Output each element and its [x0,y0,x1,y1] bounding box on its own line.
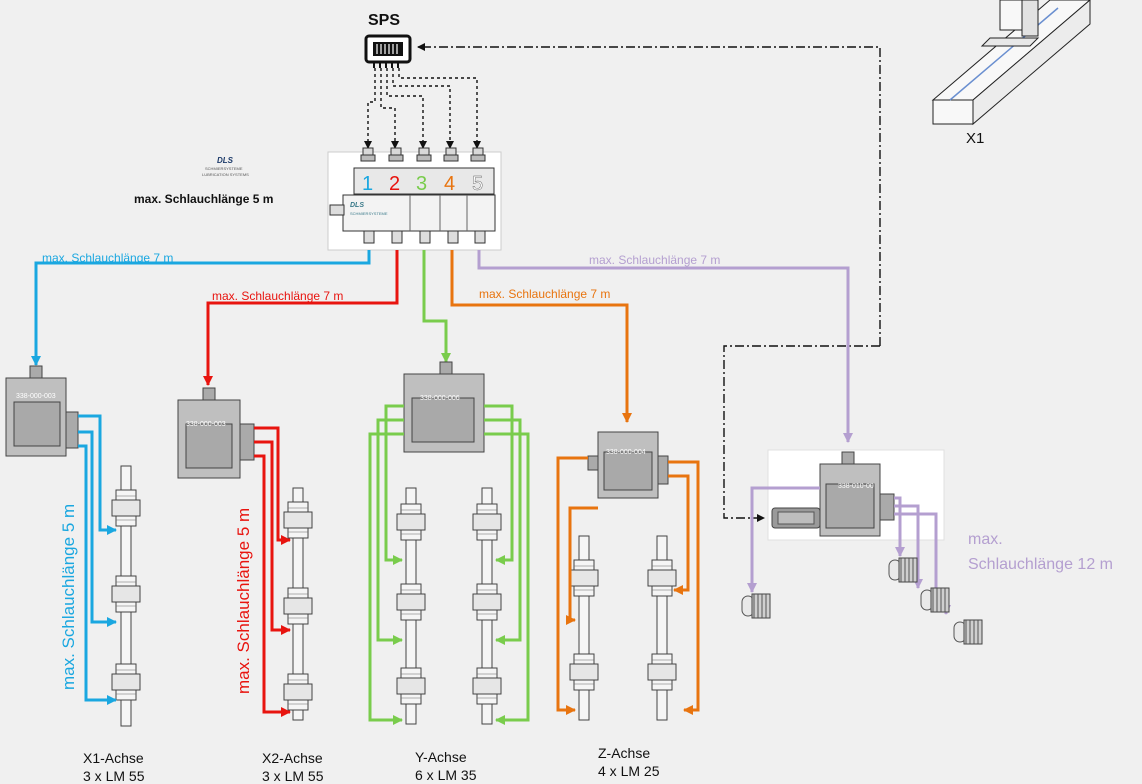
plc-spindle-link [417,43,881,522]
hose-label-x1-vertical: max. Schlauchlänge 5 m [59,504,78,690]
spindle-motor [771,507,821,529]
axis-caption-x1: X1-Achse 3 x LM 55 [83,750,145,784]
axis-caption-z: Z-Achse 4 x LM 25 [598,745,660,779]
port-5: 5 [472,173,483,195]
svg-text:Y-Achse: Y-Achse [415,749,467,765]
x2-rail [283,487,313,721]
x2-distributor: 338-000-003 [177,387,255,479]
main-distributor: DLS SCHMIERSYSTEME 1 2 3 4 5 [327,147,502,251]
port-4: 4 [444,173,455,195]
port-3: 3 [416,173,427,195]
hose-spindle-main [477,250,853,443]
svg-text:4 x LM 25: 4 x LM 25 [598,763,660,779]
plc-label: SPS [368,12,400,29]
z-distributor-id: 338-000-004 [606,449,646,456]
y-rail-left [396,487,426,725]
hose-x2-main [203,250,399,386]
gear-pinion-2 [888,557,918,583]
y-distributor: 338-000-006 [403,361,485,453]
gear-pinion-4 [953,619,983,645]
hose-x1-branches [78,414,117,705]
x2-distributor-id: 338-000-003 [186,421,226,428]
axis-caption-y: Y-Achse 6 x LM 35 [415,749,477,783]
axis-caption-x2: X2-Achse 3 x LM 55 [262,750,324,784]
svg-text:SCHMIERSYSTEME: SCHMIERSYSTEME [350,211,388,216]
plc-controller: SPS [364,12,412,68]
plc-signal-lines [364,68,481,149]
gear-pinion-3 [920,587,950,613]
hose-z-branches [556,456,700,715]
hose-label-spindle: max. Schlauchlänge 7 m [589,253,720,267]
x1-distributor-id: 338-000-003 [16,393,56,400]
hose-label-x2-vertical: max. Schlauchlänge 5 m [234,508,253,694]
x1-axis-sketch: X1 [931,0,1091,147]
svg-text:3 x LM 55: 3 x LM 55 [83,768,145,784]
dls-logo-small: DLS SCHMIERSYSTEME LUBRICATION SYSTEMS [202,156,249,177]
x1-rail [111,465,141,727]
svg-text:3 x LM 55: 3 x LM 55 [262,768,324,784]
svg-text:Z-Achse: Z-Achse [598,745,650,761]
hose-x2-branches [254,426,291,717]
port-1: 1 [362,173,373,195]
svg-text:LUBRICATION SYSTEMS: LUBRICATION SYSTEMS [202,172,249,177]
spindle-distributor-id: 338-010-00 [838,483,874,490]
hose-x1-main [31,250,371,366]
z-distributor: 338-000-004 [587,431,669,499]
gear-pinion-1 [741,593,771,619]
svg-text:X1-Achse: X1-Achse [83,750,144,766]
spindle-distributor: 338-010-00 [819,451,895,537]
main-distributor-logo: DLS [350,202,364,209]
hose-z-main [450,250,632,423]
svg-text:SCHMIERSYSTEME: SCHMIERSYSTEME [205,166,243,171]
y-distributor-id: 338-000-006 [420,395,460,402]
x1-reference-label: X1 [966,130,984,147]
hose-label-spindle-2: Schlauchlänge 12 m [968,556,1113,573]
svg-text:6 x LM 35: 6 x LM 35 [415,767,477,783]
main-hose-note: max. Schlauchlänge 5 m [134,192,273,206]
hose-label-z: max. Schlauchlänge 7 m [479,287,610,301]
hose-label-x1: max. Schlauchlänge 7 m [42,251,173,265]
hose-label-x2: max. Schlauchlänge 7 m [212,289,343,303]
z-rail-right [647,535,677,721]
y-rail-right [472,487,502,725]
svg-text:X2-Achse: X2-Achse [262,750,323,766]
hose-y-branches [368,404,530,725]
z-rail-left [569,535,599,721]
svg-text:DLS: DLS [217,156,234,165]
hose-label-spindle-1: max. [968,531,1003,548]
port-2: 2 [389,173,400,195]
hose-y-main [422,250,451,363]
x1-distributor: 338-000-003 [5,365,79,457]
